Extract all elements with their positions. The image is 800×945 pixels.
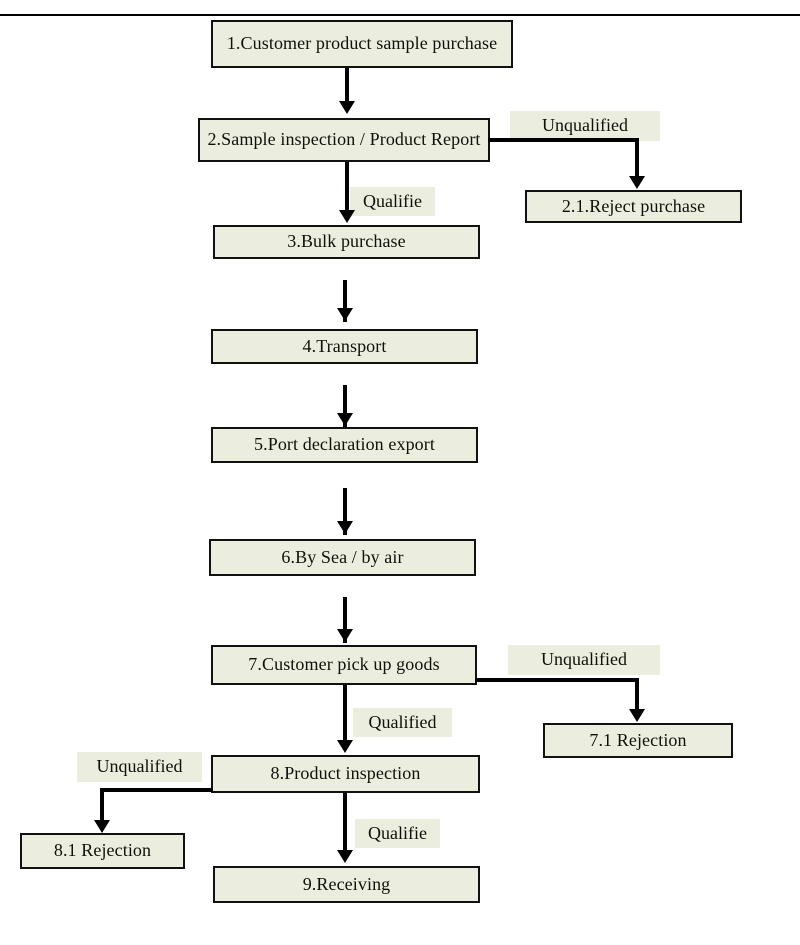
connector-2-to-3-line (345, 162, 349, 212)
header-divider (0, 14, 800, 16)
connector-2-to-21-vertical (635, 138, 639, 178)
node-customer-pick-up-goods[interactable]: 7.Customer pick up goods (211, 645, 477, 685)
connector-8-to-81-horizontal (100, 788, 213, 792)
connector-8-to-81-arrow (94, 820, 110, 833)
edge-label-qualifie-step2: Qualifie (350, 187, 435, 216)
connector-1-to-2-line (345, 68, 349, 104)
connector-8-to-81-vertical (100, 788, 104, 822)
connector-2-to-21-horizontal (488, 138, 639, 142)
node-sample-inspection-product-report[interactable]: 2.Sample inspection / Product Report (198, 118, 490, 162)
connector-5-to-6-arrow (337, 521, 353, 534)
connector-4-to-5-arrow (337, 413, 353, 426)
connector-6-to-7-arrow (337, 629, 353, 642)
connector-2-to-3-arrow (339, 210, 355, 223)
connector-5-to-6-line (343, 488, 347, 535)
connector-4-to-5-line (343, 385, 347, 427)
node-port-declaration-export[interactable]: 5.Port declaration export (211, 427, 478, 463)
connector-7-to-71-horizontal (475, 678, 639, 682)
connector-8-to-9-line (343, 793, 347, 851)
node-product-inspection[interactable]: 8.Product inspection (211, 755, 480, 793)
edge-label-unqualified-step2: Unqualified (510, 111, 660, 141)
edge-label-qualifie-step8: Qualifie (355, 819, 440, 848)
connector-3-to-4-line (343, 280, 347, 322)
connector-1-to-2-arrow (339, 101, 355, 114)
node-customer-product-sample-purchase[interactable]: 1.Customer product sample purchase (211, 20, 513, 68)
node-rejection-step8[interactable]: 8.1 Rejection (20, 833, 185, 869)
node-by-sea-by-air[interactable]: 6.By Sea / by air (209, 539, 476, 576)
connector-3-to-4-arrow (337, 308, 353, 321)
node-reject-purchase[interactable]: 2.1.Reject purchase (525, 190, 742, 223)
connector-6-to-7-line (343, 597, 347, 643)
connector-7-to-71-arrow (629, 709, 645, 722)
connector-2-to-21-arrow (629, 176, 645, 189)
connector-7-to-71-vertical (635, 678, 639, 711)
edge-label-unqualified-step8: Unqualified (77, 752, 202, 782)
connector-7-to-8-arrow (337, 740, 353, 753)
node-transport[interactable]: 4.Transport (211, 329, 478, 364)
edge-label-unqualified-step7: Unqualified (508, 645, 660, 675)
node-bulk-purchase[interactable]: 3.Bulk purchase (213, 225, 480, 259)
node-receiving[interactable]: 9.Receiving (213, 866, 480, 903)
connector-8-to-9-arrow (337, 850, 353, 863)
connector-7-to-8-line (343, 685, 347, 741)
node-rejection-step7[interactable]: 7.1 Rejection (543, 723, 733, 758)
edge-label-qualified-step7: Qualified (353, 708, 452, 737)
